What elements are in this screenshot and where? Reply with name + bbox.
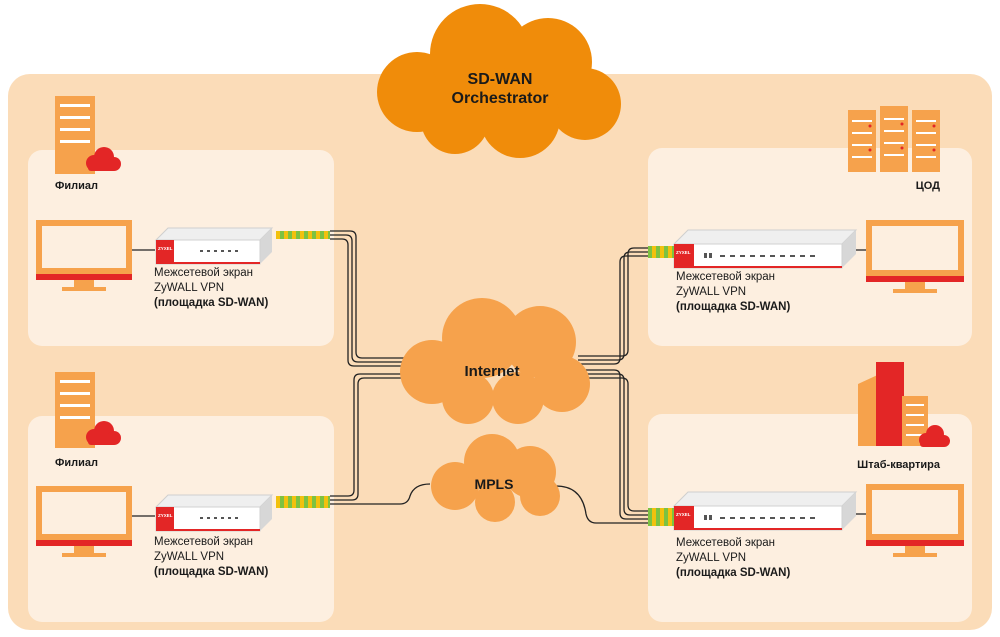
server-rack-icon bbox=[848, 106, 940, 172]
cloud-icon bbox=[86, 147, 121, 171]
firewall-device: ZYXEL bbox=[154, 227, 274, 265]
brand-logo: ZYXEL bbox=[676, 250, 691, 255]
device-model: ZyWALL VPN bbox=[676, 552, 746, 564]
cable-connector bbox=[648, 246, 674, 258]
brand-logo: ZYXEL bbox=[158, 513, 173, 518]
cable-connector bbox=[648, 508, 674, 526]
brand-logo: ZYXEL bbox=[676, 512, 691, 517]
monitor-icon bbox=[866, 484, 964, 557]
site-datacenter: ЦОД ZYXEL Межсетевой экран ZyWALL VPN (п… bbox=[648, 106, 964, 313]
site-label: ЦОД bbox=[916, 180, 940, 192]
device-role: (площадка SD-WAN) bbox=[676, 567, 790, 579]
site-label: Филиал bbox=[55, 457, 98, 469]
office-building-icon bbox=[858, 362, 928, 446]
cloud-icon bbox=[86, 421, 121, 445]
device-name: Межсетевой экран bbox=[154, 536, 253, 548]
internet-cloud: Internet bbox=[400, 298, 590, 424]
orchestrator-subtitle: Orchestrator bbox=[452, 90, 549, 107]
cable-connector bbox=[276, 496, 330, 508]
cables bbox=[330, 230, 650, 524]
monitor-icon bbox=[36, 220, 132, 291]
site-label: Штаб-квартира bbox=[857, 459, 941, 471]
site-headquarters: Штаб-квартира ZYXEL Межсетевой экран ZyW… bbox=[648, 362, 964, 579]
site-branch-2: Филиал ZYXEL Межсетевой экран ZyWALL VPN… bbox=[36, 372, 330, 578]
device-name: Межсетевой экран bbox=[676, 537, 775, 549]
site-label: Филиал bbox=[55, 180, 98, 192]
site-branch-1: Филиал ZYXEL Межсетевой экран ZyWALL VPN… bbox=[36, 96, 330, 309]
orchestrator-cloud: SD-WAN Orchestrator bbox=[377, 4, 621, 158]
internet-label: Internet bbox=[464, 363, 519, 380]
orchestrator-title: SD-WAN bbox=[468, 71, 533, 88]
device-name: Межсетевой экран bbox=[676, 271, 775, 283]
cloud-icon bbox=[919, 425, 950, 447]
mpls-label: MPLS bbox=[475, 476, 514, 492]
device-role: (площадка SD-WAN) bbox=[676, 301, 790, 313]
device-role: (площадка SD-WAN) bbox=[154, 566, 268, 578]
device-model: ZyWALL VPN bbox=[676, 286, 746, 298]
firewall-device: ZYXEL bbox=[672, 229, 858, 269]
brand-logo: ZYXEL bbox=[158, 246, 173, 251]
device-role: (площадка SD-WAN) bbox=[154, 297, 268, 309]
firewall-device: ZYXEL bbox=[672, 491, 858, 531]
mpls-cloud: MPLS bbox=[431, 434, 560, 522]
device-name: Межсетевой экран bbox=[154, 267, 253, 279]
device-model: ZyWALL VPN bbox=[154, 551, 224, 563]
firewall-device: ZYXEL bbox=[154, 494, 274, 532]
monitor-icon bbox=[866, 220, 964, 293]
monitor-icon bbox=[36, 486, 132, 557]
cable-connector bbox=[276, 231, 330, 239]
device-model: ZyWALL VPN bbox=[154, 282, 224, 294]
